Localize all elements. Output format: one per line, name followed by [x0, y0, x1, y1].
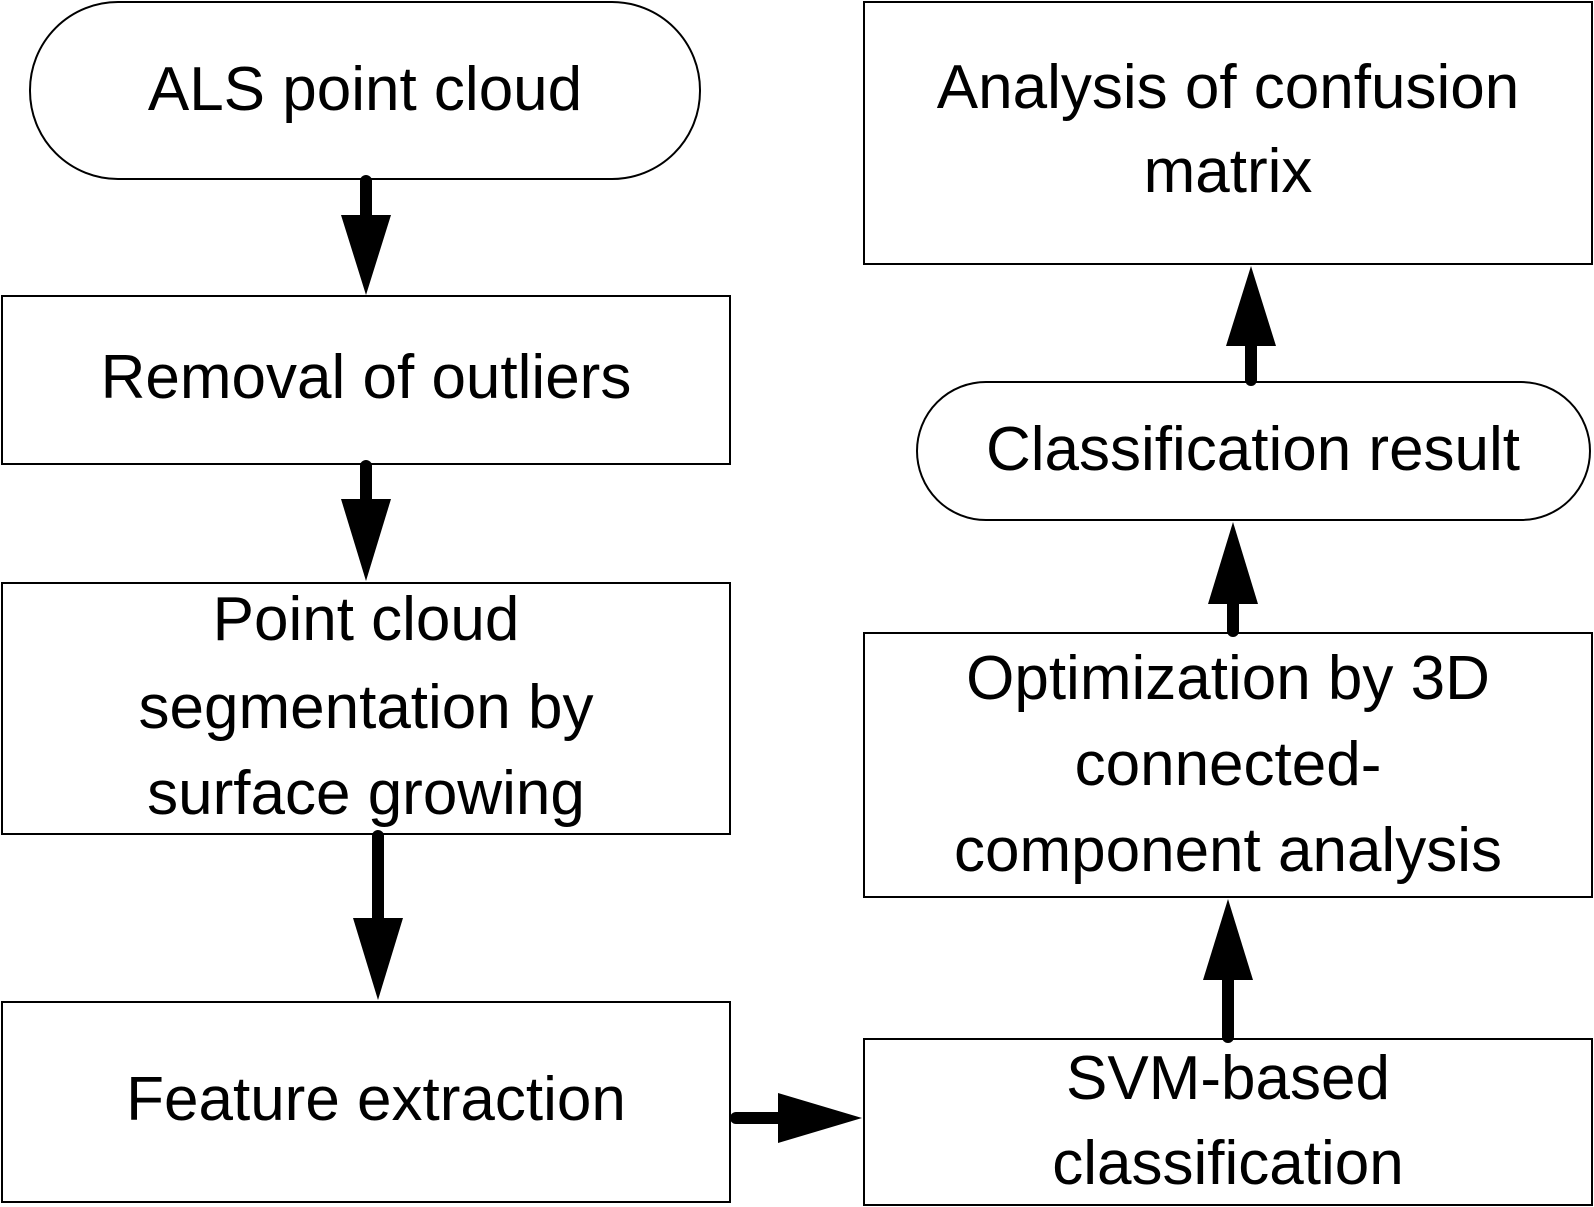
optimization-label-line-1: Optimization by 3D — [966, 644, 1490, 713]
classification-result-label: Classification result — [986, 415, 1520, 484]
svm-classification-label-line-1: SVM-based — [1066, 1044, 1390, 1113]
optimization-box — [863, 632, 1593, 898]
segmentation-label-line-1: Point cloud — [213, 585, 520, 654]
confusion-matrix-label-line-1: Analysis of confusion — [937, 53, 1519, 122]
confusion-matrix-label-line-2: matrix — [1144, 137, 1313, 206]
removal-of-outliers-box — [1, 295, 731, 465]
feature-extraction-label: Feature extraction — [126, 1065, 626, 1134]
segmentation-label-line-2: segmentation by — [139, 673, 594, 742]
arrow-optimization-to-result — [1208, 522, 1258, 637]
optimization-label-line-3: component analysis — [954, 816, 1502, 885]
segmentation-label-line-3: surface growing — [147, 759, 585, 828]
als-point-cloud-label: ALS point cloud — [148, 55, 582, 124]
svm-classification-label-line-2: classification — [1052, 1129, 1403, 1198]
confusion-matrix-box — [863, 1, 1593, 265]
svm-classification-box — [863, 1038, 1593, 1206]
arrow-result-to-confusion-matrix — [1226, 266, 1276, 386]
point-cloud-segmentation-box — [1, 582, 731, 835]
optimization-label-line-2: connected- — [1075, 730, 1382, 799]
feature-extraction-box — [1, 1001, 731, 1203]
arrow-removal-to-segmentation — [341, 460, 391, 581]
removal-of-outliers-label: Removal of outliers — [101, 343, 632, 412]
arrow-svm-to-optimization — [1203, 899, 1253, 1043]
arrow-feature-to-svm — [730, 1093, 862, 1143]
arrow-als-to-removal — [341, 175, 391, 295]
arrow-segmentation-to-feature — [353, 830, 403, 1000]
